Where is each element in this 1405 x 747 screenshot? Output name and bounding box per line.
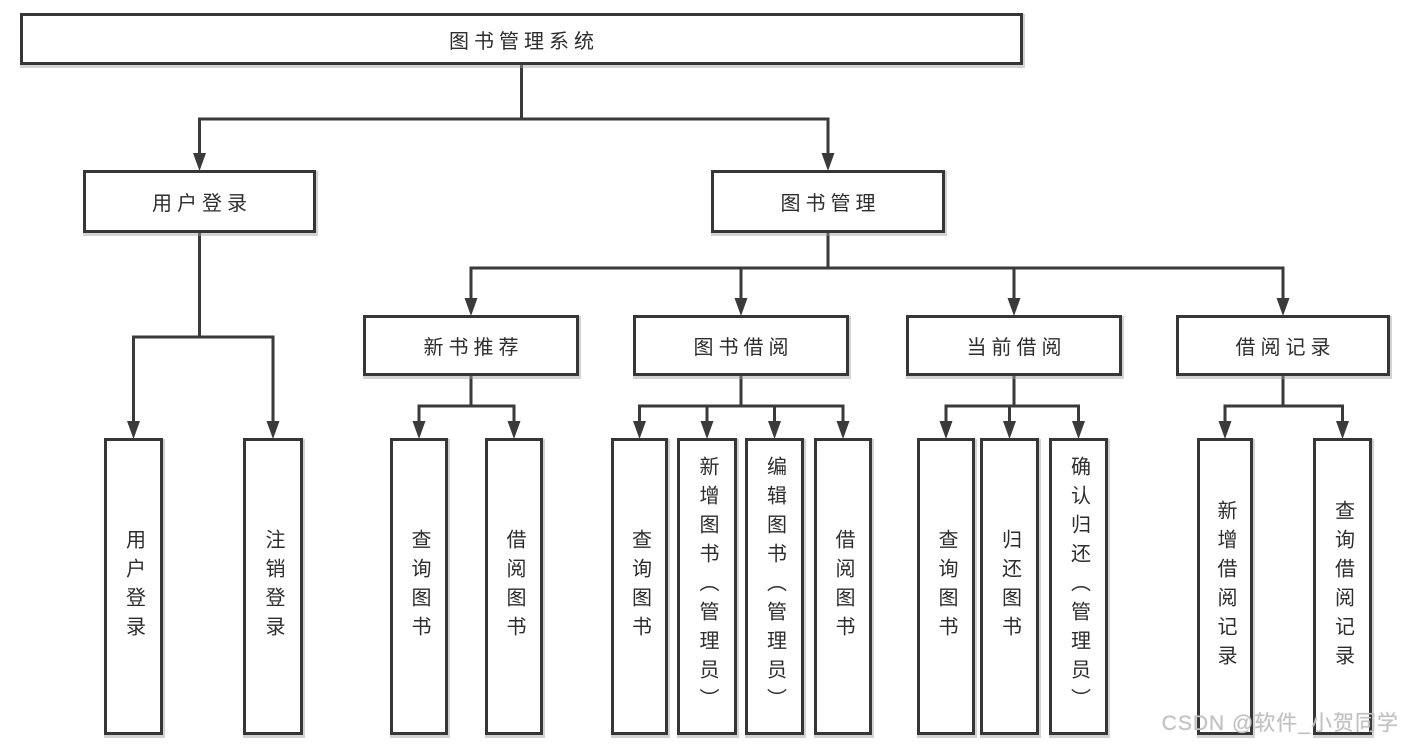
node-label: 图书管理: [780, 193, 881, 215]
node-leaf-edit-book-admin: 编辑图书（管理员）: [745, 438, 804, 735]
arrowhead-icon: [266, 421, 280, 439]
arrowhead-icon: [464, 298, 478, 316]
arrowhead-icon: [507, 421, 521, 439]
node-leaf-return-book: 归还图书: [980, 438, 1039, 735]
node-label: 新增图书（管理员）: [696, 456, 718, 717]
arrowhead-icon: [939, 421, 953, 439]
arrowhead-icon: [1276, 298, 1290, 316]
node-label: 查询图书: [628, 528, 651, 645]
arrowhead-icon: [1072, 421, 1085, 439]
node-leaf-query-borrow-record: 查询借阅记录: [1313, 438, 1372, 735]
arrowhead-icon: [1007, 298, 1021, 316]
node-leaf-borrow-book: 借阅图书: [814, 438, 872, 735]
node-borrow-records: 借阅记录: [1176, 315, 1390, 376]
node-current-borrow: 当前借阅: [906, 315, 1122, 376]
node-label: 归还图书: [998, 528, 1021, 645]
node-label: 确认归还（管理员）: [1067, 456, 1090, 717]
node-leaf-confirm-return-admin: 确认归还（管理员）: [1049, 438, 1108, 735]
node-label: 查询图书: [408, 528, 430, 645]
node-label: 新增借阅记录: [1214, 499, 1236, 674]
node-new-book-recommend: 新书推荐: [363, 315, 579, 376]
arrowhead-icon: [734, 298, 748, 316]
arrowhead-icon: [836, 421, 850, 439]
node-label: 编辑图书（管理员）: [763, 456, 786, 717]
arrowhead-icon: [1218, 421, 1232, 439]
node-user-login: 用户登录: [83, 170, 316, 233]
node-leaf-logout: 注销登录: [243, 438, 303, 735]
node-leaf-query-book-recommend: 查询图书: [390, 438, 448, 735]
node-label: 查询图书: [935, 528, 957, 645]
node-label: 借阅记录: [1235, 337, 1336, 359]
node-leaf-query-book-borrow: 查询图书: [611, 438, 668, 735]
node-leaf-user-login: 用户登录: [104, 438, 163, 735]
node-label: 图书借阅: [693, 337, 794, 359]
node-label: 用户登录: [152, 193, 252, 215]
node-leaf-borrow-book-recommend: 借阅图书: [485, 438, 543, 735]
node-label: 当前借阅: [966, 337, 1067, 359]
node-label: 用户登录: [122, 528, 145, 645]
arrowhead-icon: [1336, 421, 1349, 439]
node-root: 图书管理系统: [20, 13, 1023, 65]
node-label: 借阅图书: [832, 528, 854, 645]
node-leaf-add-borrow-record: 新增借阅记录: [1197, 438, 1253, 735]
node-leaf-query-book-current: 查询图书: [917, 438, 975, 735]
arrowhead-icon: [821, 153, 835, 171]
arrowhead-icon: [633, 421, 646, 439]
arrowhead-icon: [127, 421, 140, 439]
node-book-borrow: 图书借阅: [633, 315, 849, 376]
node-leaf-add-book-admin: 新增图书（管理员）: [677, 438, 737, 735]
node-label: 注销登录: [262, 528, 284, 645]
arrowhead-icon: [700, 421, 714, 439]
node-book-management: 图书管理: [711, 170, 945, 233]
node-label: 新书推荐: [423, 337, 524, 359]
node-label: 查询借阅记录: [1331, 499, 1354, 674]
arrowhead-icon: [412, 421, 426, 439]
node-label: 图书管理系统: [449, 30, 599, 53]
arrowhead-icon: [1003, 421, 1016, 439]
arrowhead-icon: [193, 153, 206, 171]
watermark: CSDN @软件_小贺同学: [1161, 712, 1399, 735]
node-label: 借阅图书: [503, 528, 525, 645]
arrowhead-icon: [768, 421, 781, 439]
